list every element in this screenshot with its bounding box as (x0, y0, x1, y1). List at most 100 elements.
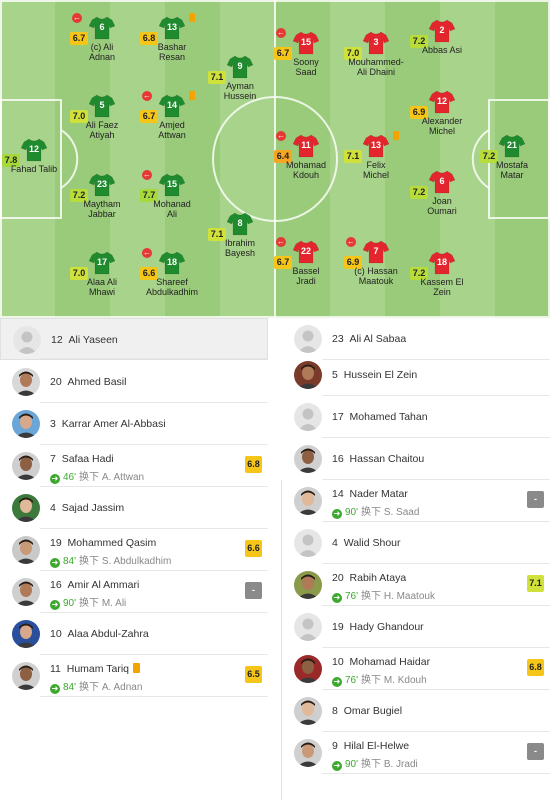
bench-player-row[interactable]: 8 Omar Bugiel (282, 690, 550, 732)
player-name: Ali Faez Atiyah (85, 120, 119, 140)
bench-player-row[interactable]: 4 Walid Shour (282, 522, 550, 564)
bench-player-row[interactable]: 16 Amir Al Ammari➜90'换下 M. Ali- (0, 571, 268, 613)
substitution-info: ➜90'换下 M. Ali (50, 594, 126, 610)
sub-replaced: 换下 A. Adnan (79, 682, 143, 693)
player-number: 20 (332, 572, 344, 584)
shirt-number: 22 (300, 246, 311, 256)
shirt-number: 3 (373, 37, 379, 47)
bench-player-row[interactable]: 4 Sajad Jassim (0, 487, 268, 529)
bench-player-row[interactable]: 16 Hassan Chaitou (282, 438, 550, 480)
bench-player-name: 4 Walid Shour (332, 537, 401, 549)
bench-player-row[interactable]: 10 Alaa Abdul-Zahra (0, 613, 268, 655)
player-number: 23 (332, 333, 344, 345)
bench-player-row[interactable]: 23 Ali Al Sabaa (282, 318, 550, 360)
bench-player-row[interactable]: 5 Hussein El Zein (282, 354, 550, 396)
shirt-icon: 7 (363, 240, 389, 264)
player-number: 10 (50, 628, 62, 640)
shirt-number: 7 (373, 246, 379, 256)
player-avatar (294, 529, 322, 557)
player-name: Sajad Jassim (61, 502, 125, 514)
shirt-icon: 13 (363, 134, 389, 158)
player-name: Ahmed Basil (67, 376, 127, 388)
bench-player-row[interactable]: 12 Ali Yaseen (0, 318, 268, 360)
bench-player-name: 11 Humam Tariq (50, 663, 140, 675)
player-name: Ibrahim Bayesh (224, 238, 256, 258)
shirt-number: 8 (237, 218, 243, 228)
yellow-card-icon (393, 131, 399, 140)
player-name: Hussein El Zein (343, 369, 418, 381)
player-avatar (294, 655, 322, 683)
player-name: Rabih Ataya (349, 572, 407, 584)
player-name: (c) Ali Adnan (88, 42, 116, 62)
sub-minute: 84' (63, 556, 77, 567)
right-arrow-icon: ➜ (332, 677, 342, 687)
bench-player-row[interactable]: 20 Ahmed Basil (0, 361, 268, 403)
shirt-number: 5 (99, 100, 105, 110)
bench-player-name: 14 Nader Matar (332, 488, 408, 500)
player-name: Maytham Jabbar (83, 199, 121, 219)
player-number: 16 (332, 453, 344, 465)
shirt-number: 15 (300, 37, 311, 47)
player-rating-badge: 6.7 (274, 47, 292, 60)
bench-player-row[interactable]: 9 Hilal El-Helwe➜90'换下 B. Jradi- (282, 732, 550, 774)
shirt-number: 23 (96, 179, 107, 189)
rating-badge: - (527, 491, 544, 508)
bench-player-row[interactable]: 17 Mohamed Tahan (282, 396, 550, 438)
player-name: Alaa Abdul-Zahra (67, 628, 149, 640)
row-divider (322, 395, 550, 396)
player-number: 3 (50, 418, 56, 430)
player-avatar (294, 325, 322, 353)
row-divider (40, 486, 268, 487)
player-name: Bassel Jradi (292, 266, 320, 286)
player-rating-badge: 6.7 (140, 110, 158, 123)
bench-player-row[interactable]: 14 Nader Matar➜90'换下 S. Saad- (282, 480, 550, 522)
player-number: 4 (50, 502, 56, 514)
player-name: Kassem El Zein (420, 277, 464, 297)
rating-badge: 6.8 (527, 659, 544, 676)
bench-player-row[interactable]: 3 Karrar Amer Al-Abbasi (0, 403, 268, 445)
row-divider (40, 402, 268, 403)
shirt-number: 14 (166, 100, 177, 110)
bench-player-row[interactable]: 19 Hady Ghandour (282, 606, 550, 648)
sub-replaced: 换下 A. Attwan (79, 472, 145, 483)
shirt-icon: 21 (499, 134, 525, 158)
player-number: 8 (332, 705, 338, 717)
shirt-number: 11 (301, 140, 311, 150)
bench-player-name: 16 Amir Al Ammari (50, 579, 139, 591)
player-rating-badge: 7.1 (208, 228, 226, 241)
player-avatar (294, 739, 322, 767)
player-rating-badge: 6.4 (274, 150, 292, 163)
bench-player-name: 16 Hassan Chaitou (332, 453, 424, 465)
player-number: 10 (332, 656, 344, 668)
column-divider (281, 480, 282, 800)
sub-replaced: 换下 S. Abdulkadhim (79, 556, 172, 567)
